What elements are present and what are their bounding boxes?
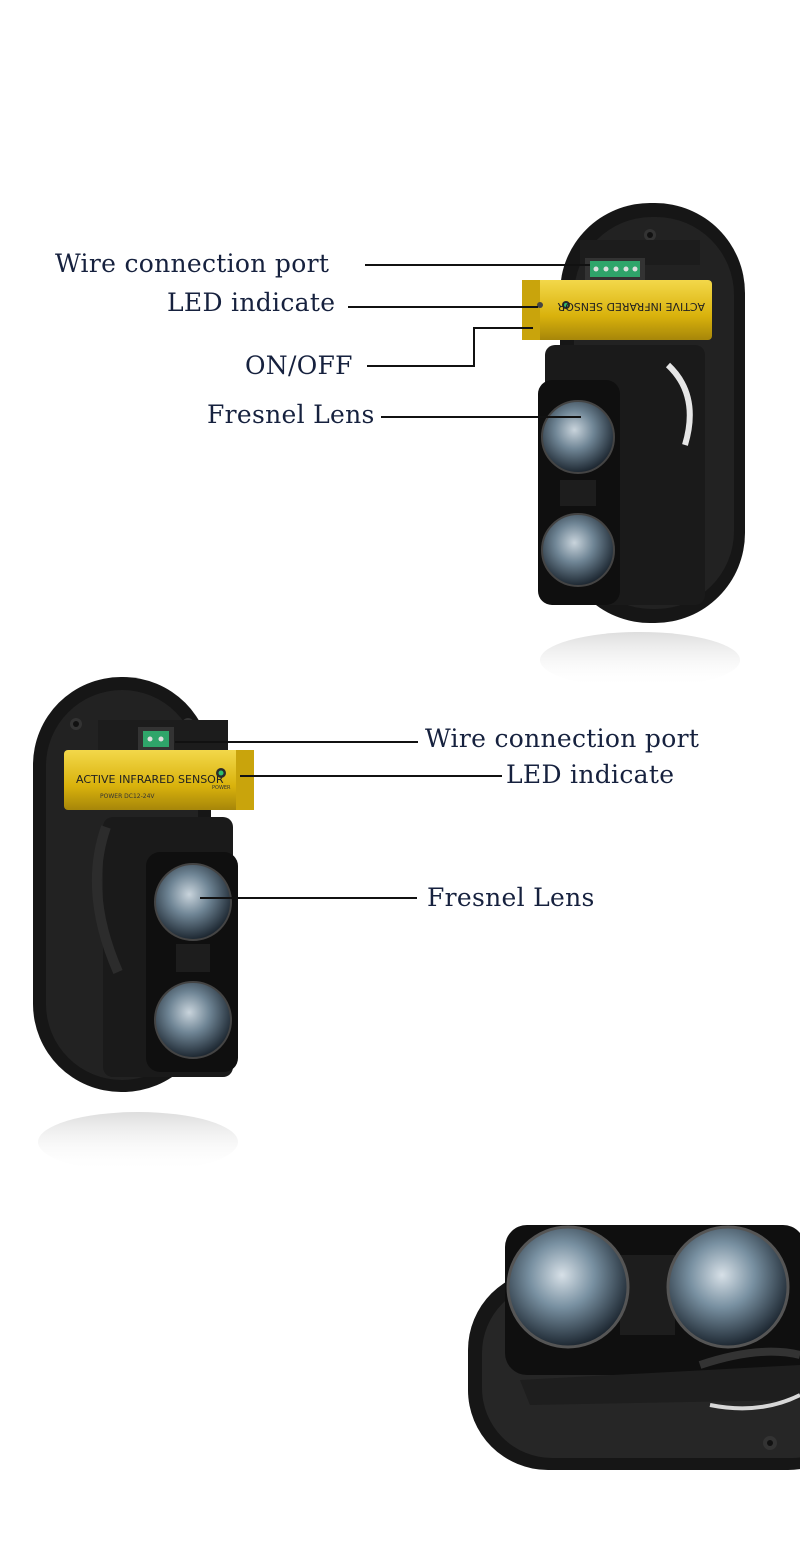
- top-wire-port-line: [365, 264, 590, 266]
- top-lens-label: Fresnel Lens: [207, 400, 375, 429]
- middle-band-power-label: POWER: [212, 785, 231, 791]
- top-lens-line: [381, 416, 581, 418]
- top-lens-upper: [542, 401, 614, 473]
- top-lens-lower: [542, 514, 614, 586]
- middle-band-title: ACTIVE INFRARED SENSOR: [76, 773, 224, 786]
- top-led-line: [348, 306, 538, 308]
- top-onoff-line-v: [473, 327, 475, 367]
- top-onoff-line-h: [367, 365, 475, 367]
- middle-wire-port-line: [175, 741, 418, 743]
- middle-band-power-spec: POWER DC12-24V: [100, 793, 155, 800]
- middle-wire-port-label: Wire connection port: [425, 724, 700, 753]
- middle-sensor-illustration: ACTIVE INFRARED SENSOR POWER DC12-24V PO…: [33, 677, 254, 1172]
- top-onoff-label: ON/OFF: [245, 351, 353, 380]
- bottom-lens-right: [668, 1227, 788, 1347]
- middle-sensor-band: [64, 750, 254, 810]
- top-wire-port-label: Wire connection port: [55, 249, 330, 278]
- top-sensor-illustration: ACTIVE INFRARED SENSOR: [522, 203, 745, 688]
- bottom-lens-left: [508, 1227, 628, 1347]
- middle-led-label: LED indicate: [506, 760, 675, 789]
- top-led-label: LED indicate: [167, 288, 336, 317]
- middle-led-line: [240, 775, 502, 777]
- bottom-sensor-illustration: [468, 1225, 800, 1470]
- middle-lens-label: Fresnel Lens: [427, 883, 595, 912]
- middle-lens-line: [200, 897, 417, 899]
- svg-text:ACTIVE INFRARED SENSOR: ACTIVE INFRARED SENSOR: [557, 300, 705, 313]
- middle-lens-upper: [155, 864, 231, 940]
- middle-lens-lower: [155, 982, 231, 1058]
- top-onoff-line-h2: [473, 327, 533, 329]
- top-sensor-band: [522, 280, 712, 340]
